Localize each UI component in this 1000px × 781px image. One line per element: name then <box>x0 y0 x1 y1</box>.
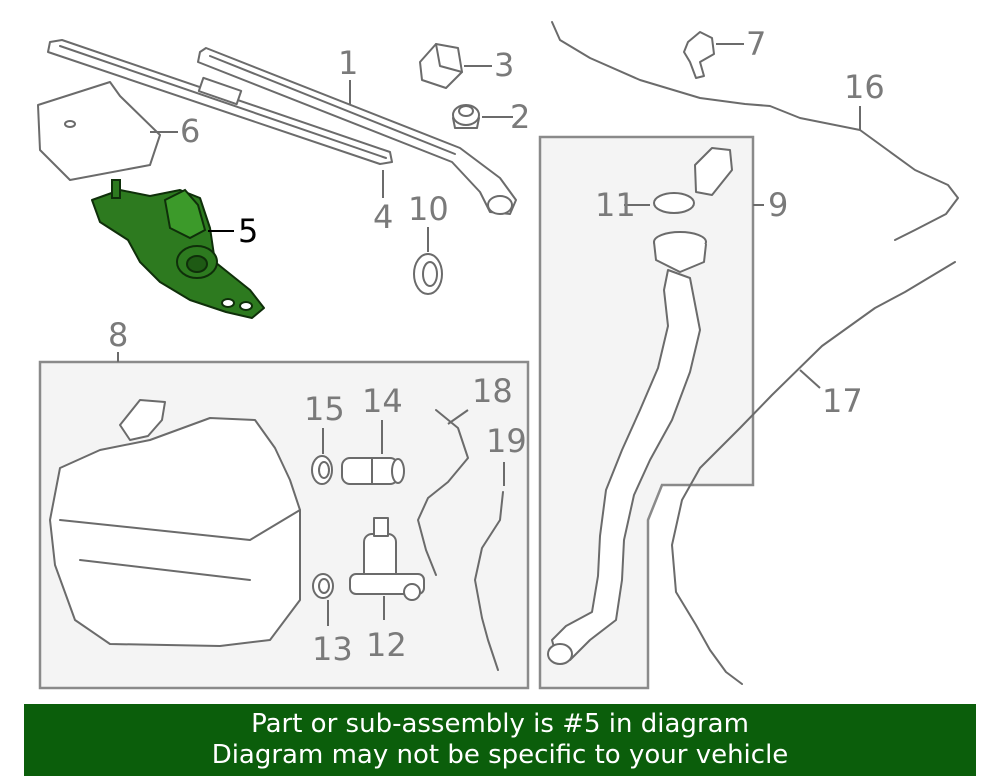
callout-10: 10 <box>408 190 449 228</box>
callout-15: 15 <box>304 390 345 428</box>
part-7-nozzle[interactable] <box>683 31 715 79</box>
callout-arrow-17 <box>799 369 821 389</box>
callout-8: 8 <box>108 316 128 354</box>
callout-18: 18 <box>472 372 513 410</box>
part-5-wiper-motor-highlighted[interactable] <box>91 179 265 319</box>
callout-16: 16 <box>844 68 885 106</box>
callout-19: 19 <box>486 422 527 460</box>
callout-17: 17 <box>822 382 863 420</box>
callout-7: 7 <box>746 25 766 63</box>
part-13-grommet[interactable] <box>312 573 334 599</box>
part-17-hose[interactable] <box>671 261 956 685</box>
part-12-washer-pump[interactable] <box>349 517 425 601</box>
part-11-seal[interactable] <box>653 192 695 214</box>
part-19-hose[interactable] <box>474 491 504 671</box>
banner-line-2: Diagram may not be specific to your vehi… <box>211 740 789 770</box>
part-9-filler-neck[interactable] <box>547 147 733 665</box>
callout-5: 5 <box>238 212 258 250</box>
callout-arrow-18 <box>447 409 469 425</box>
part-16-hose[interactable] <box>551 21 959 241</box>
callout-4: 4 <box>373 198 393 236</box>
callout-3: 3 <box>494 46 514 84</box>
parts-diagram: 1 2 3 4 5 6 7 8 9 10 11 12 13 14 15 16 1… <box>37 21 959 690</box>
part-2-nut[interactable] <box>452 104 480 129</box>
part-4-wiper-blade[interactable] <box>47 39 393 165</box>
callout-11: 11 <box>595 186 636 224</box>
part-18-hose[interactable] <box>417 409 469 576</box>
part-10-grommet[interactable] <box>413 253 443 295</box>
part-14-level-sensor[interactable] <box>341 457 405 485</box>
banner-line-1: Part or sub-assembly is #5 in diagram <box>251 709 749 739</box>
callout-12: 12 <box>366 626 407 664</box>
info-banner: Part or sub-assembly is #5 in diagram Di… <box>24 704 976 776</box>
callout-9: 9 <box>768 186 788 224</box>
part-15-grommet[interactable] <box>311 455 333 485</box>
part-6-cowl-panel[interactable] <box>37 81 161 181</box>
callout-1: 1 <box>338 44 358 82</box>
callout-14: 14 <box>362 382 403 420</box>
callout-2: 2 <box>510 98 530 136</box>
part-1-wiper-arm[interactable] <box>197 47 517 215</box>
callout-6: 6 <box>180 112 200 150</box>
part-8-reservoir[interactable] <box>49 399 301 647</box>
callout-13: 13 <box>312 630 353 668</box>
part-3-cap[interactable] <box>419 43 463 89</box>
